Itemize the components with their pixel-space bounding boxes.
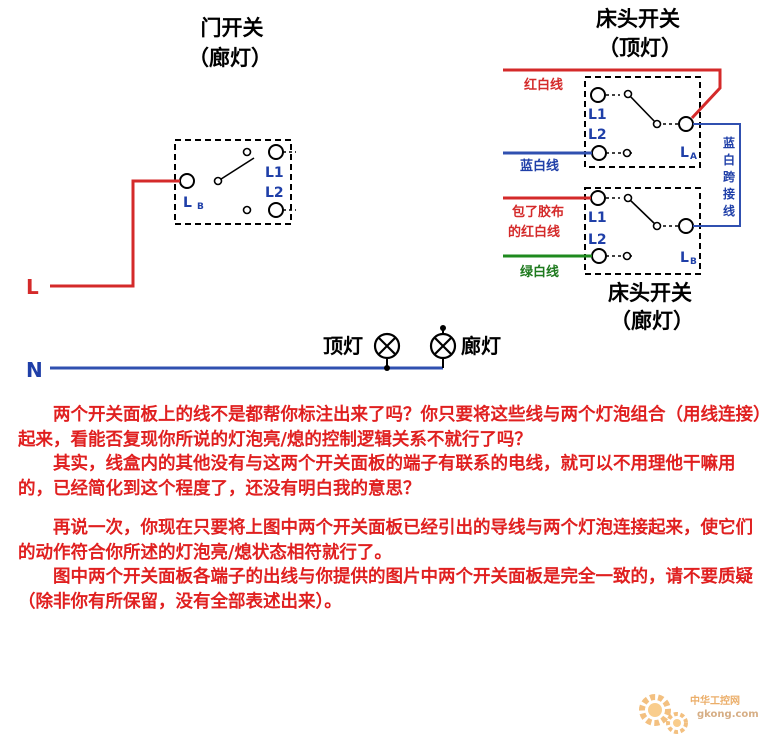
top-lamp: 顶灯 xyxy=(323,332,401,360)
bed-switch-top-label-l2: L2 xyxy=(588,127,607,143)
corridor-lamp: 廊灯 xyxy=(429,332,501,360)
watermark-url: gkong.com xyxy=(697,709,759,720)
blue-white-bridge-wire xyxy=(693,123,741,227)
bed-switch-top-lever xyxy=(627,93,658,125)
door-switch-subtitle: （廊灯） xyxy=(188,46,272,70)
svg-text:B: B xyxy=(690,257,697,267)
bed-switch-top-subtitle: （顶灯） xyxy=(598,36,682,60)
door-switch-label-common: L xyxy=(183,195,192,211)
bed-switch-corridor-terminal-common xyxy=(678,218,694,234)
note-paragraph: 两个开关面板上的线不是都帮你标注出来了吗？你只要将这些线与两个灯泡组合（用线连接… xyxy=(18,405,762,450)
bed-switch-top-terminal-l2 xyxy=(591,145,607,161)
wiring-diagram: 门开关 （廊灯） L1 L2 L B 床头开关 （顶灯） L1 L2 L A xyxy=(26,7,741,382)
live-label: L xyxy=(26,275,39,299)
neutral-label: N xyxy=(26,358,43,382)
bed-switch-corridor-terminal-l2 xyxy=(591,248,607,264)
bed-switch-corridor-label-l1: L1 xyxy=(588,210,607,226)
live-wire xyxy=(50,179,180,288)
label-red-white: 红白线 xyxy=(524,77,563,93)
bed-switch-corridor-label-common: L xyxy=(680,250,689,266)
bed-switch-corridor-subtitle: （廊灯） xyxy=(610,309,694,333)
door-switch: 门开关 （廊灯） L1 L2 L B xyxy=(174,16,296,225)
svg-text:白: 白 xyxy=(723,152,735,167)
label-bridge: 蓝 白 跨 接 线 xyxy=(723,135,736,218)
bed-switch-top-terminal-common xyxy=(678,116,694,132)
note-paragraph: 图中两个开关面板各端子的出线与你提供的图片中两个开关面板是完全一致的，请不要质疑… xyxy=(18,567,753,612)
bed-switch-top: 床头开关 （顶灯） L1 L2 L A xyxy=(584,7,701,168)
door-switch-label-l1: L1 xyxy=(265,165,284,181)
svg-text:蓝: 蓝 xyxy=(723,135,735,150)
red-white-wire xyxy=(503,68,722,120)
bed-switch-corridor-label-l2: L2 xyxy=(588,232,607,248)
bed-switch-corridor-title: 床头开关 xyxy=(608,281,692,305)
bed-switch-top-title: 床头开关 xyxy=(596,7,680,31)
label-taped-2: 的红白线 xyxy=(508,224,560,240)
door-switch-terminal-l2 xyxy=(268,202,284,218)
door-switch-terminal-common xyxy=(179,173,195,189)
bed-switch-corridor-terminal-l1 xyxy=(590,190,606,206)
door-switch-title: 门开关 xyxy=(201,16,264,40)
svg-text:线: 线 xyxy=(723,203,735,218)
svg-text:跨: 跨 xyxy=(723,170,736,184)
label-green-white: 绿白线 xyxy=(520,264,559,280)
bed-switch-top-terminal-l1 xyxy=(590,87,606,103)
bed-switch-top-label-l1: L1 xyxy=(588,107,607,123)
bed-switch-corridor-lever xyxy=(627,197,658,227)
door-switch-label-l2: L2 xyxy=(265,185,284,201)
door-switch-lever xyxy=(217,157,255,182)
svg-text:B: B xyxy=(197,202,204,212)
label-blue-white: 蓝白线 xyxy=(520,158,559,174)
label-taped-1: 包了胶布 xyxy=(512,204,564,220)
watermark: 中华工控网 gkong.com xyxy=(639,694,759,734)
explanation-notes: 两个开关面板上的线不是都帮你标注出来了吗？你只要将这些线与两个灯泡组合（用线连接… xyxy=(18,403,763,614)
svg-text:A: A xyxy=(690,152,697,162)
note-paragraph: 其实，线盒内的其他没有与这两个开关面板的端子有联系的电线，就可以不用理他干嘛用的… xyxy=(18,454,736,499)
bed-switch-top-panel xyxy=(584,76,701,168)
top-lamp-label: 顶灯 xyxy=(323,334,363,358)
svg-text:接: 接 xyxy=(723,186,735,201)
watermark-name: 中华工控网 xyxy=(690,694,740,707)
bed-switch-corridor: L1 L2 L B 床头开关 （廊灯） xyxy=(584,187,701,333)
corridor-lamp-label: 廊灯 xyxy=(461,334,501,358)
door-switch-terminal-l1 xyxy=(268,144,284,160)
note-paragraph: 再说一次，你现在只要将上图中两个开关面板已经引出的导线与两个灯泡连接起来，使它们… xyxy=(18,518,753,563)
gear-icon xyxy=(639,694,688,734)
bed-switch-top-label-common: L xyxy=(680,145,689,161)
